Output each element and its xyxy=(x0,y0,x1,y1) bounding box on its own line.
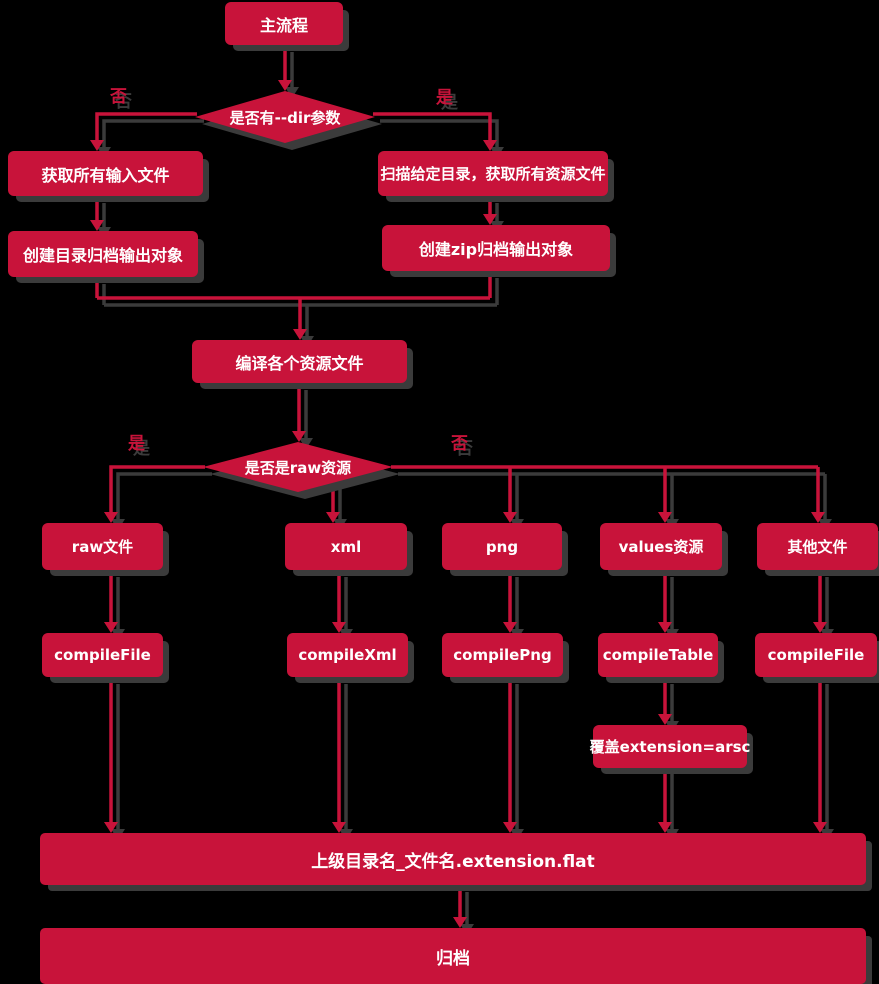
node-scan-dir: 扫描给定目录，获取所有资源文件 xyxy=(378,151,608,196)
edge-get-input-to-create-dir xyxy=(90,196,104,231)
edge-label-raw-no: 否 xyxy=(451,434,468,454)
node-compile-each: 编译各个资源文件 xyxy=(192,340,407,383)
edge-compile-xml-to-flat xyxy=(332,677,346,833)
node-other-files: 其他文件 xyxy=(757,523,878,570)
node-get-input-files: 获取所有输入文件 xyxy=(8,151,203,196)
edge-label-raw-yes: 是 xyxy=(128,434,145,454)
edge-dir-yes-to-scan xyxy=(373,112,497,151)
diamond-shape xyxy=(203,442,393,492)
node-flat-output: 上级目录名_文件名.extension.flat xyxy=(40,833,866,885)
edge-xml-to-compile-xml xyxy=(332,570,346,633)
node-archive: 归档 xyxy=(40,928,866,984)
node-compile-file-raw: compileFile xyxy=(42,633,163,677)
edge-raw-file-to-compile-file xyxy=(104,570,118,633)
edge-scan-to-create-zip xyxy=(483,196,497,225)
diamond-label: 是否有--dir参数 xyxy=(229,108,341,127)
edge-compile-file-to-flat xyxy=(104,677,118,833)
node-compile-file-other: compileFile xyxy=(755,633,877,677)
edge-compile-table-to-override xyxy=(658,677,672,725)
edge-values-to-compile-table xyxy=(658,570,672,633)
edge-flat-to-archive xyxy=(453,885,467,928)
node-compile-table: compileTable xyxy=(598,633,718,677)
edge-override-to-flat xyxy=(658,767,672,833)
edge-label-dir-yes: 是 xyxy=(436,88,453,108)
node-values-res: values资源 xyxy=(600,523,722,570)
node-dir-decision: 是否有--dir参数 xyxy=(195,91,375,143)
edge-compile-file2-to-flat xyxy=(813,677,827,833)
edge-label-dir-no: 否 xyxy=(110,87,127,107)
edge-raw-yes-to-raw-file xyxy=(104,465,205,523)
node-override-extension: 覆盖extension=arsc xyxy=(590,725,750,768)
node-start: 主流程 xyxy=(225,2,343,45)
edge-compile-each-to-raw-decision xyxy=(292,383,306,442)
node-xml: xml xyxy=(285,523,407,570)
node-png: png xyxy=(442,523,562,570)
node-create-zip-archive: 创建zip归档输出对象 xyxy=(382,225,610,271)
edge-merge-to-compile-each xyxy=(95,271,492,340)
node-raw-decision: 是否是raw资源 xyxy=(203,442,393,492)
edge-raw-no-to-branches xyxy=(326,465,825,523)
edge-dir-no-to-get-input xyxy=(90,112,197,151)
edge-start-to-dir-decision xyxy=(278,45,292,91)
diamond-shape xyxy=(195,91,375,143)
diamond-label: 是否是raw资源 xyxy=(244,458,352,477)
node-raw-file: raw文件 xyxy=(42,523,163,570)
edge-compile-png-to-flat xyxy=(503,677,517,833)
edge-png-to-compile-png xyxy=(503,570,517,633)
node-compile-png: compilePng xyxy=(442,633,563,677)
node-create-dir-archive: 创建目录归档输出对象 xyxy=(8,231,198,277)
node-compile-xml: compileXml xyxy=(287,633,408,677)
edge-other-to-compile-file xyxy=(813,570,827,633)
